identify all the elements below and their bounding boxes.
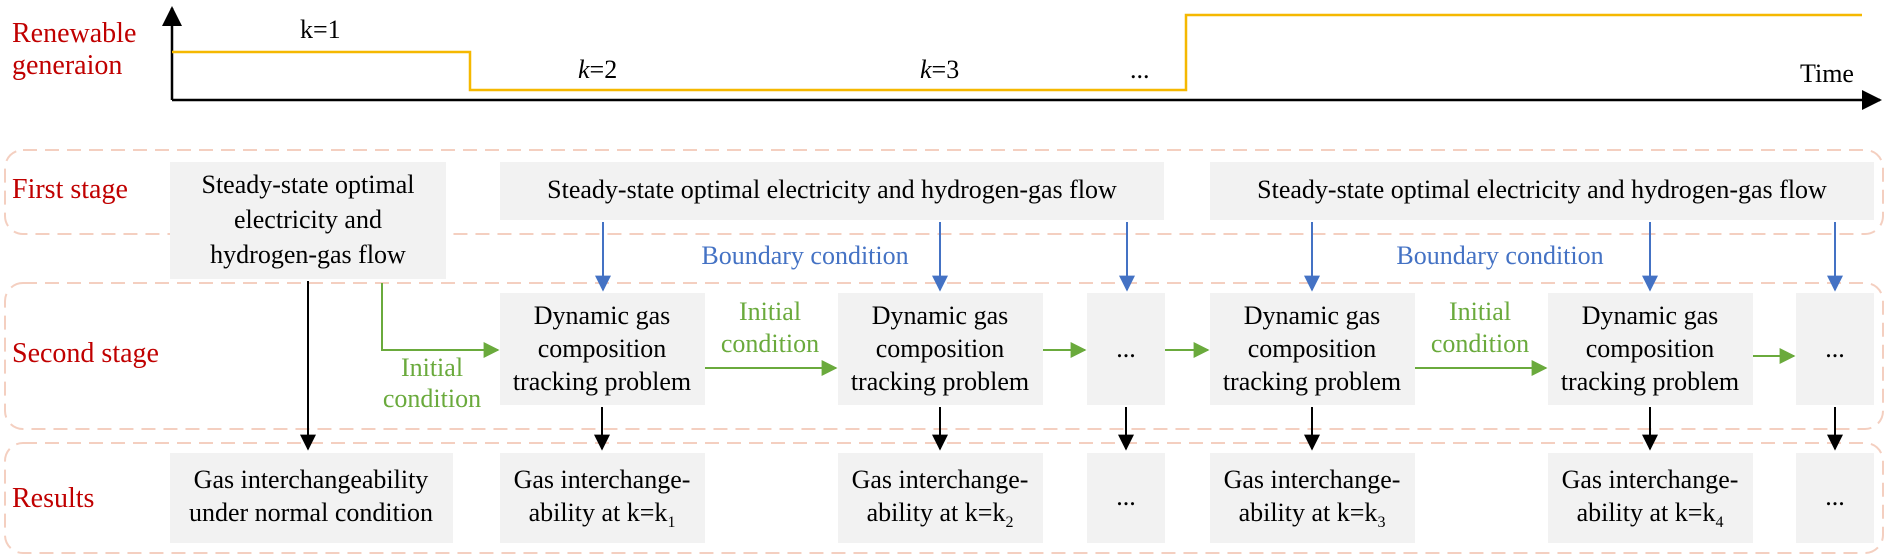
initial-condition-mid-2-line1: Initial <box>1449 297 1511 326</box>
result-box-k2-line1: Gas interchange- <box>852 465 1029 494</box>
result-box-k1-line2: ability at k=k1 <box>529 498 676 531</box>
dynamic-gas-box-4-line1: Dynamic gas <box>1582 301 1718 330</box>
generation-profile-line <box>172 13 1862 92</box>
initial-condition-mid-1-line2: condition <box>721 329 819 358</box>
row-label-second-stage: Second stage <box>12 338 159 369</box>
result-box-k4-line2: ability at k=k4 <box>1577 498 1724 531</box>
steady-state-box-initial <box>170 162 446 279</box>
dynamic-gas-box-1-line2: composition <box>538 334 667 363</box>
dynamic-gas-box-3 <box>1210 293 1415 405</box>
row-label-renewable-line1: Renewable <box>12 18 136 49</box>
timeline: Time k=1 k=2 k=3 ... <box>162 6 1882 110</box>
dynamic-gas-box-1-line3: tracking problem <box>513 367 691 396</box>
initial-condition-mid-2-line2: condition <box>1431 329 1529 358</box>
boundary-condition-arrows <box>595 222 1843 292</box>
time-axis-label: Time <box>1800 59 1854 88</box>
result-box-k4-line1: Gas interchange- <box>1562 465 1739 494</box>
dynamic-gas-box-3-line1: Dynamic gas <box>1244 301 1380 330</box>
ellipsis-box-second-1 <box>1087 293 1165 405</box>
result-box-k3-line1: Gas interchange- <box>1224 465 1401 494</box>
dynamic-gas-box-2-line3: tracking problem <box>851 367 1029 396</box>
row-label-renewable-line2: generaion <box>12 50 122 81</box>
dynamic-gas-box-1 <box>500 293 705 405</box>
initial-condition-left-line1: Initial <box>401 353 463 382</box>
steady-state-box-2 <box>1210 162 1874 220</box>
result-box-normal-line1: Gas interchangeability <box>194 465 429 494</box>
dynamic-gas-box-4 <box>1548 293 1753 405</box>
boundary-condition-label-2: Boundary condition <box>1396 241 1603 270</box>
interval-ellipsis: ... <box>1130 55 1150 84</box>
result-box-k2-line2: ability at k=k2 <box>867 498 1014 531</box>
interval-label-k3: k=3 <box>920 55 959 84</box>
result-arrows <box>300 281 1843 451</box>
result-box-k3-line2: ability at k=k3 <box>1239 498 1386 531</box>
dynamic-gas-box-2-line1: Dynamic gas <box>872 301 1008 330</box>
steady-state-box-1 <box>500 162 1164 220</box>
ellipsis-second-2: ... <box>1825 334 1845 363</box>
ellipsis-results-2: ... <box>1825 482 1845 511</box>
row-label-first-stage: First stage <box>12 174 128 205</box>
row-label-results: Results <box>12 483 94 514</box>
dynamic-gas-box-3-line2: composition <box>1248 334 1377 363</box>
result-box-k3 <box>1210 453 1415 543</box>
steady-state-box-initial-line1: Steady-state optimal <box>201 170 414 199</box>
ellipsis-results-1: ... <box>1116 482 1136 511</box>
result-box-k1-line1: Gas interchange- <box>514 465 691 494</box>
ellipsis-box-results-2 <box>1796 453 1874 543</box>
result-box-k1 <box>500 453 705 543</box>
dynamic-gas-box-2 <box>838 293 1043 405</box>
ellipsis-second-1: ... <box>1116 334 1136 363</box>
dynamic-gas-box-1-line1: Dynamic gas <box>534 301 670 330</box>
steady-state-box-2-text: Steady-state optimal electricity and hyd… <box>1257 175 1827 204</box>
initial-condition-mid-1-line1: Initial <box>739 297 801 326</box>
result-box-normal <box>170 453 453 543</box>
initial-condition-arrows <box>381 283 1796 376</box>
ellipsis-box-second-2 <box>1796 293 1874 405</box>
interval-label-k1: k=1 <box>300 15 341 44</box>
dynamic-gas-box-4-line2: composition <box>1586 334 1715 363</box>
result-box-k4 <box>1548 453 1753 543</box>
second-stage-panel <box>4 282 1884 430</box>
interval-label-k2: k=2 <box>578 55 617 84</box>
ellipsis-box-results-1 <box>1087 453 1165 543</box>
result-box-normal-line2: under normal condition <box>189 498 433 527</box>
dynamic-gas-box-4-line3: tracking problem <box>1561 367 1739 396</box>
steady-state-box-initial-line2: electricity and <box>234 205 382 234</box>
boundary-condition-label-1: Boundary condition <box>701 241 908 270</box>
steady-state-box-1-text: Steady-state optimal electricity and hyd… <box>547 175 1117 204</box>
dynamic-gas-box-2-line2: composition <box>876 334 1005 363</box>
result-box-k2 <box>838 453 1043 543</box>
results-panel <box>4 442 1884 554</box>
dynamic-gas-box-3-line3: tracking problem <box>1223 367 1401 396</box>
steady-state-box-initial-line3: hydrogen-gas flow <box>210 240 406 269</box>
initial-condition-left-line2: condition <box>383 384 481 413</box>
first-stage-panel <box>4 149 1884 235</box>
